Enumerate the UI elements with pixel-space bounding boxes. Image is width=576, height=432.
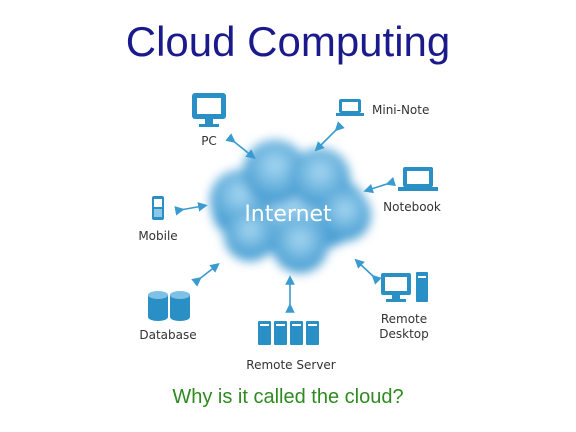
arrow-notebook bbox=[363, 176, 397, 194]
arrow-database bbox=[191, 263, 220, 287]
mobile-label: Mobile bbox=[138, 229, 177, 243]
mobile-icon bbox=[152, 196, 164, 220]
subtitle-question: Why is it called the cloud? bbox=[172, 386, 404, 408]
notebook-icon bbox=[398, 167, 438, 191]
mini-note-icon bbox=[336, 99, 364, 116]
internet-cloud bbox=[210, 140, 371, 273]
mini-note-label: Mini-Note bbox=[372, 103, 429, 117]
database-icon bbox=[148, 291, 190, 321]
arrow-mini-note bbox=[314, 121, 345, 152]
arrow-pc bbox=[225, 133, 256, 159]
server-icon bbox=[258, 321, 319, 345]
pc-icon bbox=[192, 93, 226, 127]
internet-label: Internet bbox=[244, 202, 332, 227]
remote-desktop-icon bbox=[381, 272, 428, 302]
arrow-mobile bbox=[174, 202, 208, 216]
remote-desktop-label-line1: Remote bbox=[381, 312, 427, 326]
remote-server-label: Remote Server bbox=[246, 358, 336, 372]
notebook-label: Notebook bbox=[383, 200, 441, 214]
arrow-remote-desktop bbox=[354, 258, 382, 285]
page-title: Cloud Computing bbox=[125, 18, 451, 65]
connection-arrows bbox=[174, 121, 397, 313]
database-label: Database bbox=[139, 328, 196, 342]
remote-desktop-label-line2: Desktop bbox=[379, 327, 429, 341]
pc-label: PC bbox=[201, 134, 217, 148]
